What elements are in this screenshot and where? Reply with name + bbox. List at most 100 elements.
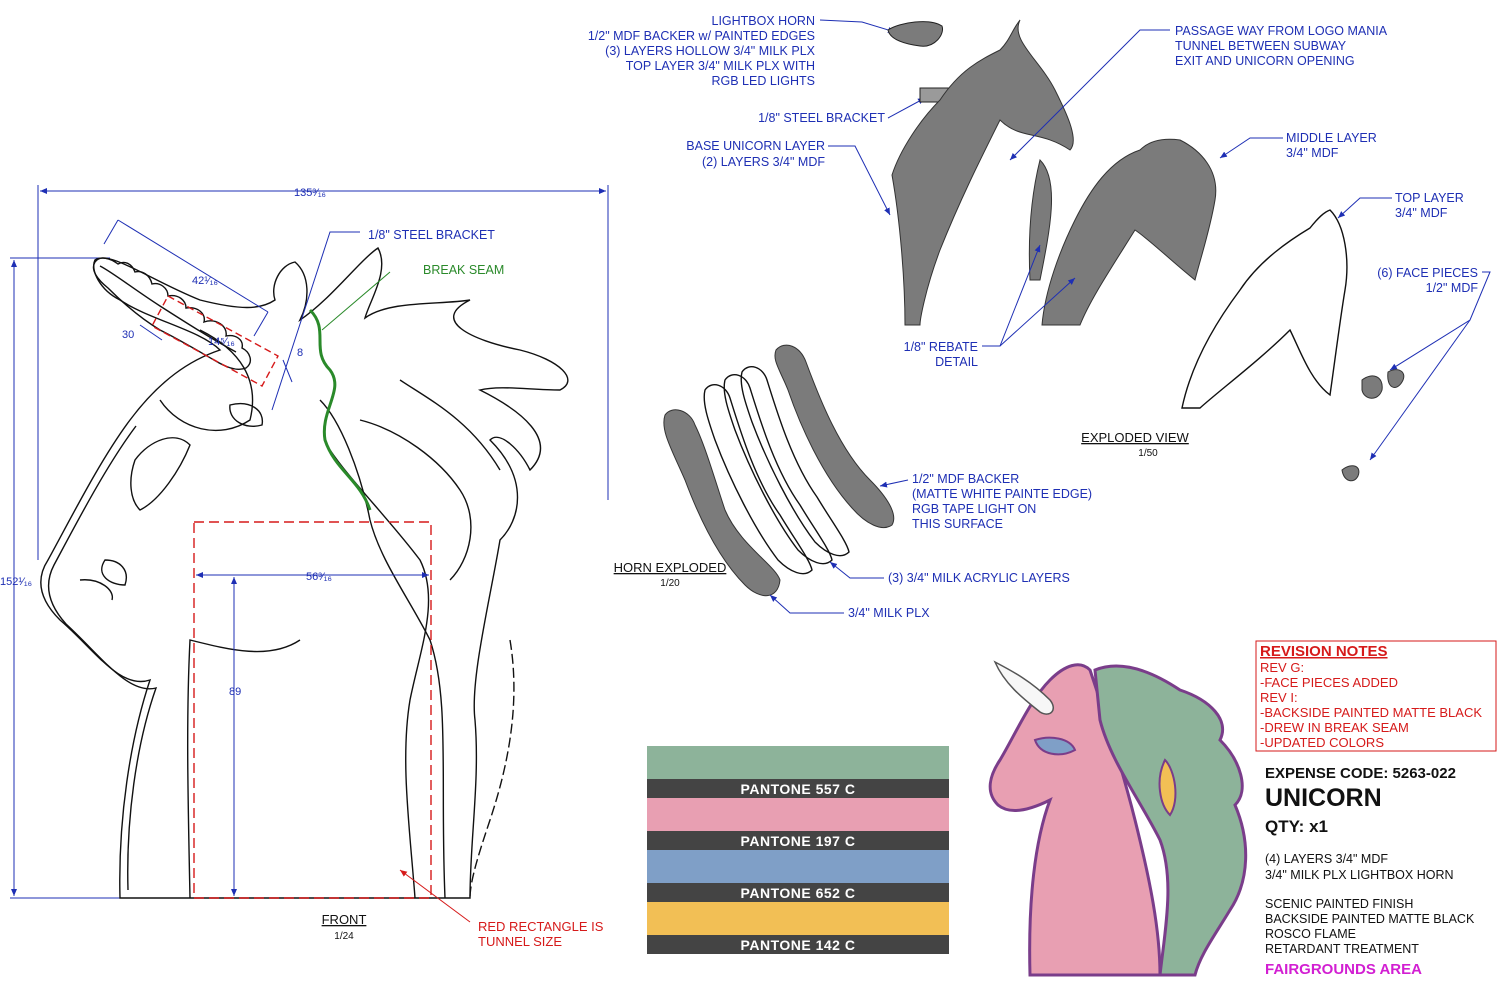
revision-title: REVISION NOTES xyxy=(1260,643,1388,660)
dim-horn-len-text: 42¹⁄₁₆ xyxy=(192,275,218,287)
revision-line: -UPDATED COLORS xyxy=(1260,735,1384,750)
middle-line1: MIDDLE LAYER xyxy=(1286,131,1377,145)
break-seam-leader xyxy=(321,271,391,331)
base-line2: (2) LAYERS 3/4" MDF xyxy=(702,155,825,169)
swatch-color-3 xyxy=(647,850,949,883)
finish-line3: ROSCO FLAME xyxy=(1265,927,1356,941)
color-render xyxy=(988,660,1248,977)
top-line2: 3/4" MDF xyxy=(1395,206,1448,220)
swatch-band-1 xyxy=(647,779,949,798)
backer-line3: RGB TAPE LIGHT ON xyxy=(912,502,1036,516)
front-view: 135³⁄₁₆ 152¹⁄₁₆ xyxy=(0,185,609,949)
render-mane xyxy=(1093,664,1248,977)
dim-30-text: 30 xyxy=(122,329,134,341)
break-seam-line xyxy=(308,308,372,511)
dim-horn: 42¹⁄₁₆ 30 14⁵⁄₁₆ 8 xyxy=(103,219,303,383)
lightbox-line3: (3) LAYERS HOLLOW 3/4" MILK PLX xyxy=(605,44,815,58)
exploded-base-neck xyxy=(1028,159,1053,281)
swatch-label-3: PANTONE 652 C xyxy=(741,885,856,901)
front-steel-bracket-label: 1/8" STEEL BRACKET xyxy=(368,228,495,242)
rebate-line1: 1/8" REBATE xyxy=(904,340,978,354)
dim-height-text: 152¹⁄₁₆ xyxy=(0,576,32,588)
face-piece-2 xyxy=(1387,369,1405,388)
exploded-view: LIGHTBOX HORN 1/2" MDF BACKER w/ PAINTED… xyxy=(588,14,1491,482)
exploded-lightbox-horn xyxy=(887,21,944,47)
spec-line1: (4) LAYERS 3/4" MDF xyxy=(1265,852,1388,866)
passage-line2: TUNNEL BETWEEN SUBWAY xyxy=(1175,39,1347,53)
passage-line3: EXIT AND UNICORN OPENING xyxy=(1175,54,1355,68)
backer-line4: THIS SURFACE xyxy=(912,517,1003,531)
plx-label: 3/4" MILK PLX xyxy=(848,606,930,620)
revision-line: REV G: xyxy=(1260,660,1304,675)
revision-line: -FACE PIECES ADDED xyxy=(1260,675,1398,690)
info-block: EXPENSE CODE: 5263-022 UNICORN QTY: x1 (… xyxy=(1265,765,1475,978)
swatch-band-2 xyxy=(647,831,949,850)
horn-acrylic-2 xyxy=(723,374,833,565)
dim-overall-height: 152¹⁄₁₆ xyxy=(0,257,200,899)
swatch-label-4: PANTONE 142 C xyxy=(741,937,856,953)
revision-line: REV I: xyxy=(1260,690,1298,705)
backer-line2: (MATTE WHITE PAINTE EDGE) xyxy=(912,487,1092,501)
break-seam-label: BREAK SEAM xyxy=(423,263,504,277)
revision-frame xyxy=(1255,640,1497,752)
finish-line2: BACKSIDE PAINTED MATTE BLACK xyxy=(1265,912,1475,926)
swatch-color-4 xyxy=(647,902,949,935)
horn-exploded: 1/2" MDF BACKER (MATTE WHITE PAINTE EDGE… xyxy=(614,344,1092,620)
area-label: FAIRGROUNDS AREA xyxy=(1265,961,1422,977)
horn-backer-layer xyxy=(774,344,895,529)
face-line1: (6) FACE PIECES xyxy=(1377,266,1478,280)
exploded-top-layer xyxy=(1181,209,1348,409)
horn-acrylic-1 xyxy=(703,384,813,575)
exploded-scale: 1/50 xyxy=(1138,448,1158,459)
finish-line4: RETARDANT TREATMENT xyxy=(1265,942,1419,956)
unicorn-front-outline xyxy=(40,246,569,899)
render-eye xyxy=(1033,736,1077,756)
horn-title: HORN EXPLODED xyxy=(614,560,727,575)
revision-notes-box: REVISION NOTES REV G:-FACE PIECES ADDEDR… xyxy=(1255,640,1497,752)
swatch-label-2: PANTONE 197 C xyxy=(741,833,856,849)
exploded-middle-layer xyxy=(1041,138,1217,326)
expense-code: EXPENSE CODE: 5263-022 xyxy=(1265,765,1456,782)
swatch-color-1 xyxy=(647,746,949,779)
dim-tunnel-w-text: 56³⁄₁₆ xyxy=(306,571,332,583)
quantity: QTY: x1 xyxy=(1265,817,1328,836)
rebate-line2: DETAIL xyxy=(935,355,978,369)
project-name: UNICORN xyxy=(1265,784,1382,812)
exploded-base-layer xyxy=(891,19,1074,326)
revision-line: -BACKSIDE PAINTED MATTE BLACK xyxy=(1260,705,1482,720)
lightbox-line4: TOP LAYER 3/4" MILK PLX WITH xyxy=(626,59,815,73)
face-piece-1 xyxy=(1361,375,1383,399)
middle-line2: 3/4" MDF xyxy=(1286,146,1339,160)
lightbox-line1: LIGHTBOX HORN xyxy=(712,14,816,28)
face-line2: 1/2" MDF xyxy=(1426,281,1479,295)
swatch-band-3 xyxy=(647,883,949,902)
tunnel-note-leader xyxy=(399,869,471,923)
horn-scale: 1/20 xyxy=(660,578,680,589)
revision-line: -DREW IN BREAK SEAM xyxy=(1260,720,1409,735)
swatch-color-2 xyxy=(647,798,949,831)
exploded-steel-bracket-label: 1/8" STEEL BRACKET xyxy=(758,111,885,125)
front-title: FRONT xyxy=(322,912,367,927)
render-horn xyxy=(993,660,1054,715)
horn-acrylic-3 xyxy=(740,366,850,557)
lightbox-line5: RGB LED LIGHTS xyxy=(712,74,816,88)
spec-line2: 3/4" MILK PLX LIGHTBOX HORN xyxy=(1265,868,1454,882)
tunnel-note-line2: TUNNEL SIZE xyxy=(478,934,562,949)
steel-bracket-leader xyxy=(271,231,360,411)
front-scale: 1/24 xyxy=(334,931,354,942)
dim-horn-w-text: 14⁵⁄₁₆ xyxy=(208,336,235,348)
horn-lightbox-rect xyxy=(151,295,279,387)
finish-line1: SCENIC PAINTED FINISH xyxy=(1265,897,1413,911)
tunnel-rect xyxy=(193,521,432,899)
dim-overall-width: 135³⁄₁₆ xyxy=(37,185,609,560)
dim-width-text: 135³⁄₁₆ xyxy=(294,187,326,199)
base-line1: BASE UNICORN LAYER xyxy=(686,139,825,153)
horn-plx-layer xyxy=(663,409,781,597)
dim-8-text: 8 xyxy=(297,347,303,359)
backer-line1: 1/2" MDF BACKER xyxy=(912,472,1019,486)
exploded-title: EXPLODED VIEW xyxy=(1081,430,1189,445)
